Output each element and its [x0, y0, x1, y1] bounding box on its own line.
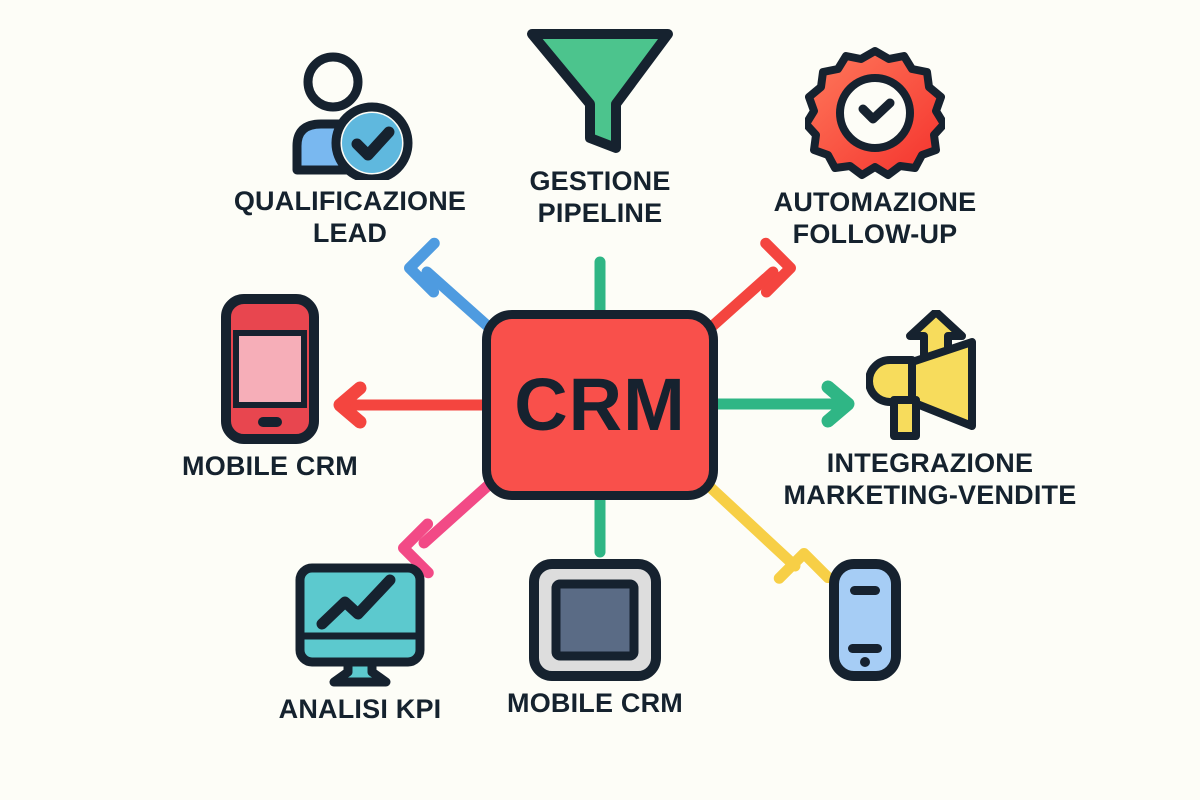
node-label-automazione-followup: AUTOMAZIONE FOLLOW-UP — [773, 187, 977, 249]
connector-hub-to-phone-blue — [704, 481, 834, 584]
node-label-analisi-kpi: ANALISI KPI — [278, 694, 442, 724]
node-qualificazione-lead[interactable]: QUALIFICAZIONE LEAD — [195, 48, 505, 250]
node-mobile-crm-left[interactable]: MOBILE CRM — [145, 293, 395, 483]
node-analisi-kpi[interactable]: ANALISI KPI — [240, 562, 480, 726]
node-label-mobile-crm-bottom: MOBILE CRM — [507, 688, 683, 718]
node-label-qualificazione-lead: QUALIFICAZIONE LEAD — [233, 186, 467, 248]
monitor-chart-icon — [290, 562, 430, 688]
crm-hub-label: CRM — [514, 363, 686, 446]
connector-hub-to-mobile-crm-left — [333, 381, 488, 429]
connector-hub-to-analisi-kpi — [398, 476, 498, 579]
node-label-gestione-pipeline: GESTIONE PIPELINE — [529, 166, 671, 228]
connector-hub-to-integrazione — [712, 380, 855, 428]
connector-hub-to-qualificazione-lead — [404, 237, 498, 336]
megaphone-growth-icon — [865, 308, 994, 442]
user-check-icon — [275, 48, 425, 184]
node-automazione-followup[interactable]: AUTOMAZIONE FOLLOW-UP — [715, 45, 1035, 251]
gear-clock-icon — [802, 45, 948, 181]
crm-hub[interactable]: CRM — [482, 310, 718, 500]
smartphone-blue-icon — [828, 558, 902, 682]
node-label-integrazione-marketing-vendite: INTEGRAZIONE MARKETING-VENDITE — [783, 448, 1077, 510]
node-mobile-crm-bottom[interactable]: MOBILE CRM — [480, 558, 710, 720]
connector-hub-to-automazione — [702, 237, 796, 336]
node-phone-blue[interactable] — [800, 558, 930, 688]
tablet-device-icon — [528, 558, 662, 682]
node-label-mobile-crm-left: MOBILE CRM — [182, 451, 358, 481]
node-gestione-pipeline[interactable]: GESTIONE PIPELINE — [470, 20, 730, 230]
node-integrazione-marketing-vendite[interactable]: INTEGRAZIONE MARKETING-VENDITE — [760, 308, 1100, 512]
funnel-icon — [520, 20, 680, 160]
smartphone-pink-icon — [220, 293, 320, 445]
